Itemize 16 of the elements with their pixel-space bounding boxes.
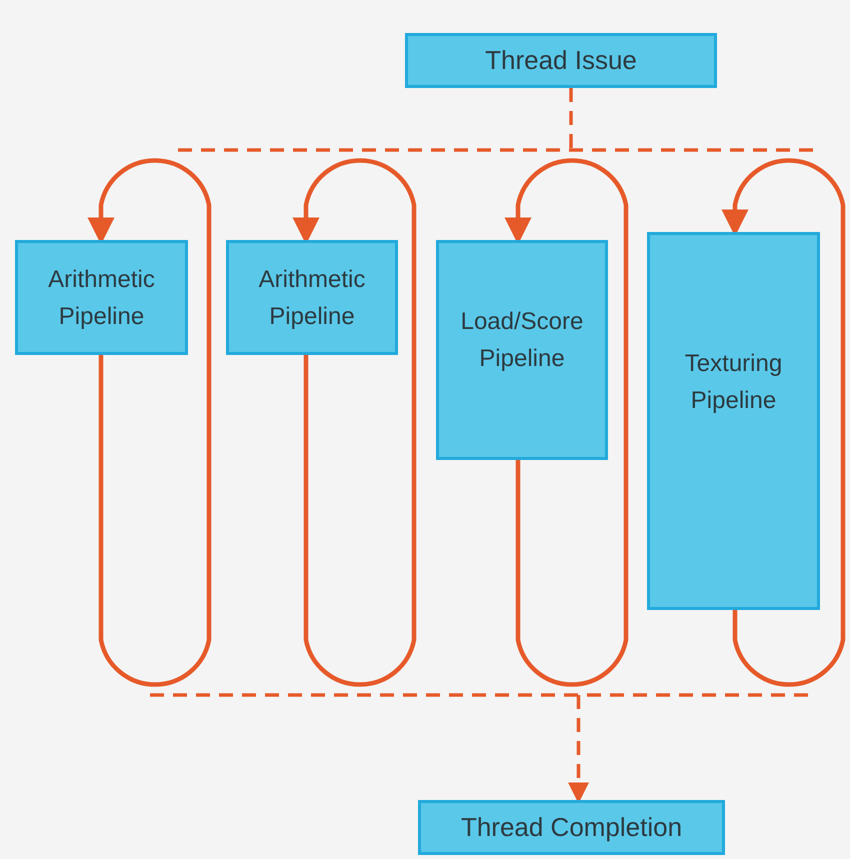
node-label: Load/Score Pipeline [460,307,584,374]
loop-arrow [722,158,846,687]
loop-arrow [88,158,212,687]
node-label: Thread Issue [485,44,637,78]
process-box [15,240,188,355]
node-label: Arithmetic Pipeline [258,265,366,332]
node-label: Arithmetic Pipeline [47,265,156,332]
process-box [226,240,398,355]
loop-arrow [504,158,628,686]
process-box [647,232,820,610]
process-box [418,800,725,855]
node-label: Thread Completion [460,811,682,844]
node-label: Texturing Pipeline [684,349,784,416]
process-box [436,240,608,460]
loop-arrow [292,158,416,687]
process-box [405,33,717,88]
